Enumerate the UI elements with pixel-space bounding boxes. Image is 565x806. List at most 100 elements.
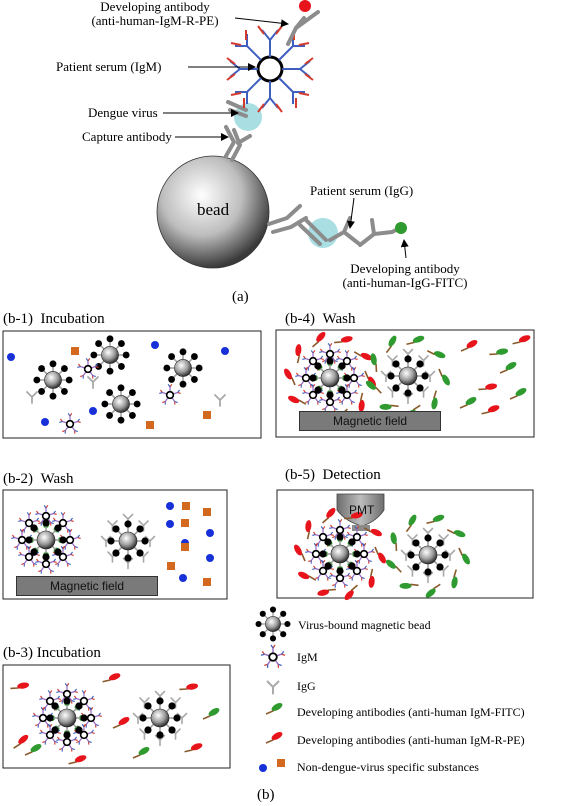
legend-virus-bead-icon <box>255 606 291 642</box>
bead-igg-complex-icon <box>400 527 456 584</box>
non-specific-dot-icon <box>89 407 97 415</box>
developing-antibody-icon <box>10 682 30 690</box>
diagram-a <box>156 0 409 269</box>
bead-igm-complex-icon <box>305 519 375 588</box>
arrow-patient-serum-igg <box>346 197 355 229</box>
bound-fitc-antibody-icon <box>458 547 470 565</box>
igm-icon <box>159 384 181 405</box>
bound-rpe-antibody-icon <box>322 507 336 524</box>
bound-fitc-antibody-icon <box>365 380 382 394</box>
capture-antibody-icon <box>224 125 252 162</box>
bound-fitc-antibody-icon <box>406 335 425 346</box>
igm-icon <box>56 683 78 704</box>
bead-igm-complex-icon <box>295 343 365 412</box>
panel-b3-content <box>10 673 220 765</box>
igm-icon <box>73 690 95 711</box>
label-dengue-virus: Dengue virus <box>88 105 158 120</box>
bound-fitc-antibody-icon <box>451 569 458 589</box>
developing-antibody-icon <box>13 734 29 749</box>
igm-icon <box>35 505 57 526</box>
non-specific-square-icon <box>167 562 175 570</box>
non-specific-square-icon <box>181 543 189 551</box>
panel-b4-heading: Wash <box>322 311 356 327</box>
developing-antibody-icon <box>179 683 199 691</box>
igm-icon <box>329 519 351 540</box>
developing-antibody-icon <box>478 383 498 391</box>
dengue-virus-right-icon <box>308 218 338 248</box>
igm-icon <box>295 367 317 388</box>
label-capture-antibody: Capture antibody <box>82 129 172 144</box>
large-bead <box>156 155 270 269</box>
igg-icon <box>214 394 226 407</box>
igm-icon <box>312 560 334 581</box>
panel-b1-box <box>2 330 262 439</box>
panel-b4-label: (b-4) <box>285 311 315 327</box>
virus-bound-bead-icon <box>101 384 141 424</box>
non-specific-square-icon <box>146 421 154 429</box>
bound-rpe-antibody-icon <box>294 544 306 562</box>
bound-fitc-antibody-icon <box>370 353 378 373</box>
panel-b3-box <box>2 664 231 769</box>
r-pe-label-icon <box>299 0 311 12</box>
non-specific-dot-icon <box>221 347 229 355</box>
legend-blue-dot-icon <box>259 764 267 772</box>
igg-icon <box>87 376 99 389</box>
bead-igm-complex-icon <box>32 683 102 752</box>
igm-icon <box>346 560 368 581</box>
bound-rpe-antibody-icon <box>344 584 358 601</box>
panel-b2-title: (b-2) Wash <box>3 471 73 487</box>
magnetic-field-b4: Magnetic field <box>299 411 441 431</box>
virus-bound-bead-icon <box>90 335 130 375</box>
label-developing-antibody-igg-line2: (anti-human-IgG-FITC) <box>342 275 468 290</box>
igm-icon <box>52 546 74 567</box>
developing-antibody-icon <box>499 362 517 374</box>
legend-rpe-antibody-icon <box>265 732 283 744</box>
bound-rpe-antibody-icon <box>284 368 296 386</box>
panel-b2-content <box>11 502 214 586</box>
bead-igm-complex-icon <box>11 505 81 574</box>
bound-fitc-antibody-icon <box>438 368 450 386</box>
non-specific-square-icon <box>71 347 79 355</box>
non-specific-square-icon <box>181 519 189 527</box>
panel-b1-title: (b-1) Incubation <box>3 311 105 327</box>
non-specific-dot-icon <box>151 341 159 349</box>
virus-bound-bead-icon <box>46 697 88 739</box>
developing-antibody-icon <box>489 348 509 356</box>
bound-rpe-antibody-icon <box>358 392 365 412</box>
panel-b5-title: (b-5) Detection <box>285 467 381 483</box>
panel-b3-heading: Incubation <box>36 645 101 661</box>
bound-rpe-antibody-icon <box>353 351 372 361</box>
igm-pentamer-icon <box>226 25 314 113</box>
non-specific-square-icon <box>182 502 190 510</box>
label-developing-antibody-igg-line1: Developing antibody <box>350 261 460 276</box>
bound-fitc-antibody-icon <box>399 582 419 589</box>
bound-rpe-antibody-icon <box>363 527 382 537</box>
panel-b5-content <box>294 507 470 601</box>
legend-igm-label: IgM <box>297 650 318 664</box>
virus-bound-bead-icon <box>309 357 351 399</box>
caption-a: (a) <box>232 289 249 305</box>
non-specific-dot-icon <box>206 529 214 537</box>
label-developing-antibody-igm: Developing antibody (anti-human-IgM-R-PE… <box>80 0 230 28</box>
virus-bound-bead-icon <box>387 355 429 397</box>
panel-b2-heading: Wash <box>40 471 74 487</box>
dengue-virus-icon <box>234 103 262 131</box>
fitc-label-icon <box>395 222 407 234</box>
bound-fitc-antibody-icon <box>385 559 402 573</box>
igg-icon <box>170 697 181 709</box>
arrow-developing-igg <box>400 239 409 259</box>
virus-bound-bead-icon <box>407 534 449 576</box>
non-specific-dot-icon <box>7 353 15 361</box>
legend-igg-label: IgG <box>297 679 316 693</box>
pmt-label: PMT <box>349 503 375 517</box>
igm-icon <box>59 413 81 434</box>
bound-rpe-antibody-icon <box>288 395 307 405</box>
label-patient-serum-igm: Patient serum (IgM) <box>56 59 162 74</box>
non-specific-dot-icon <box>206 554 214 562</box>
developing-antibody-icon <box>512 335 531 345</box>
legend-virus-bead-label: Virus-bound magnetic bead <box>298 618 431 632</box>
bound-rpe-antibody-icon <box>374 546 386 564</box>
bound-fitc-antibody-icon <box>431 390 438 410</box>
bound-rpe-antibody-icon <box>368 568 375 588</box>
